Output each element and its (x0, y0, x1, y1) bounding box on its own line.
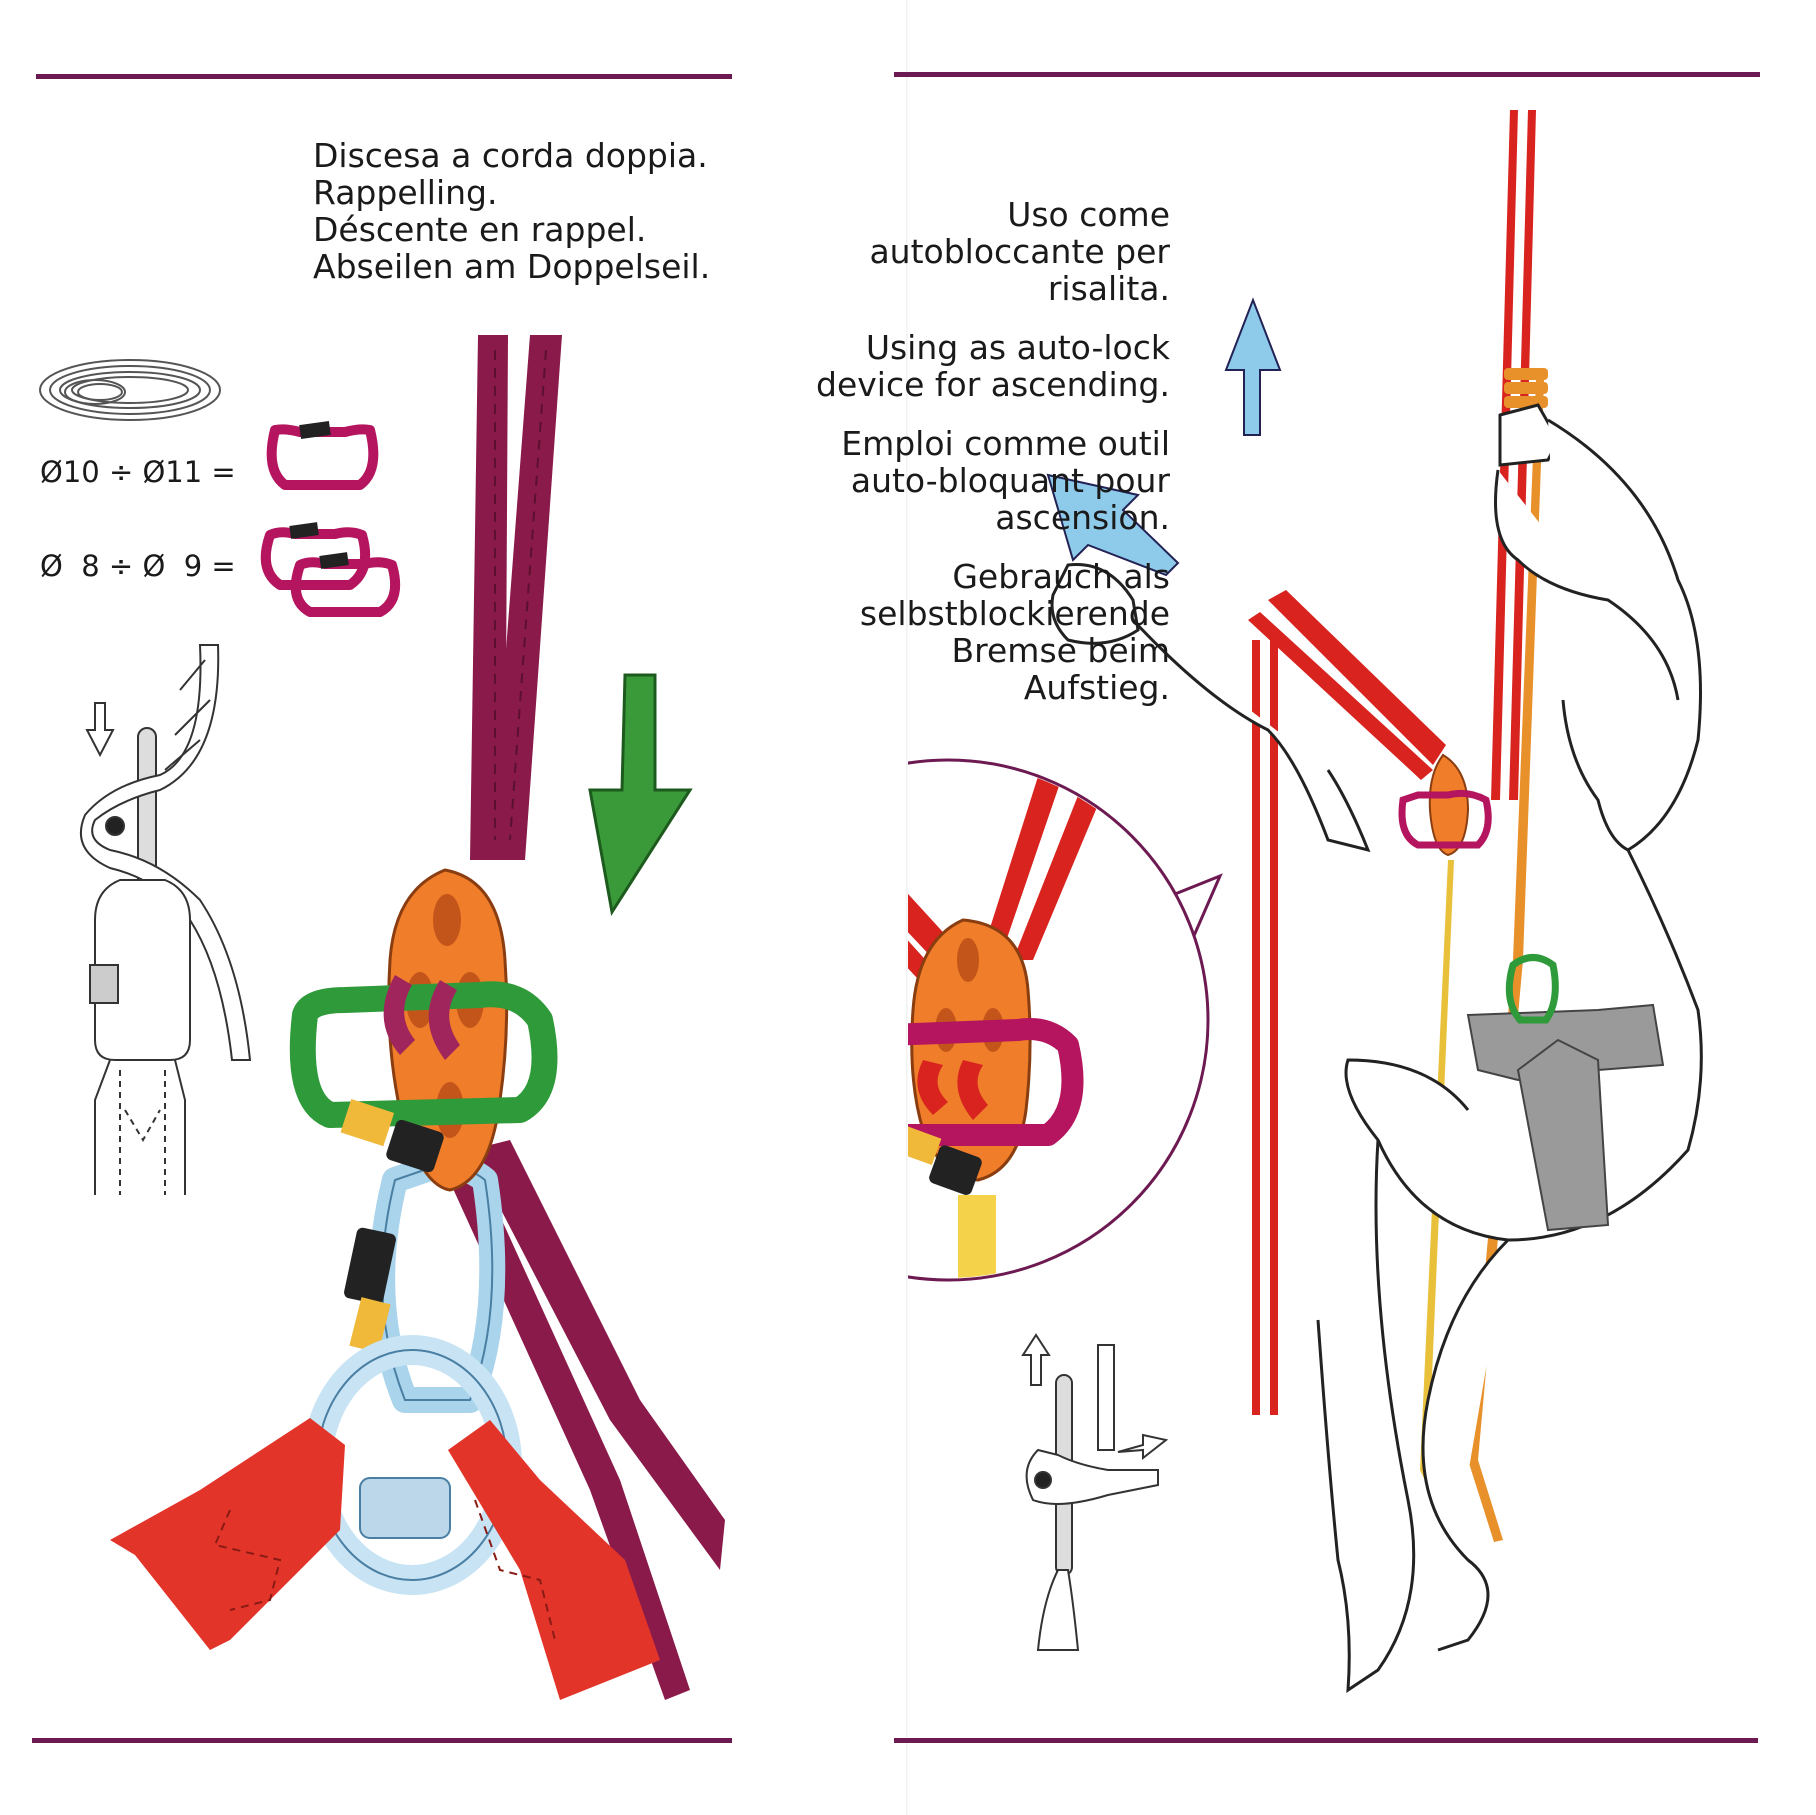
right-page (894, 0, 1816, 1815)
harness (1466, 1003, 1665, 1232)
detail-magnifier (908, 758, 1223, 1282)
caption-fr-line-1: Emploi comme outil (841, 424, 1170, 463)
harness-carabiner (1505, 954, 1559, 1024)
caption-de-line-3: Bremse beim (951, 631, 1170, 670)
bottom-rule-right (894, 1738, 1758, 1743)
pull-arrow-icon (1046, 473, 1180, 577)
caption-de-line-2: selbstblockierende (859, 594, 1170, 633)
small-device (1398, 753, 1492, 857)
caption-french-block: Emploi comme outil auto-bloquant pour as… (780, 425, 1170, 536)
caption-fr-line-2: auto-bloquant pour (850, 461, 1170, 500)
ascend-schematic (1021, 1333, 1169, 1651)
caption-en-line-1: Using as auto-lock (865, 328, 1170, 367)
caption-fr-line-3: ascension. (995, 498, 1170, 537)
caption-italian-block: Uso come autobloccante per risalita. (780, 196, 1170, 307)
red-slings (110, 1418, 660, 1700)
rope-formula-thick: Ø10 ÷ Ø11 = (40, 455, 236, 489)
title-line-en: Rappelling. (313, 173, 498, 212)
climber-figure (1050, 403, 1703, 1693)
caption-it-line-3: risalita. (1047, 269, 1170, 308)
carabiner-double-icon (260, 522, 400, 617)
rappel-schematic (80, 644, 252, 1195)
page-fold (906, 0, 908, 1815)
rope-formula-thin: Ø 8 ÷ Ø 9 = (40, 549, 236, 583)
title-line-fr: Déscente en rappel. (313, 210, 647, 249)
rope-loops (383, 975, 460, 1060)
rope-coil-icon (39, 359, 221, 421)
ascend-arrow-icon (1224, 297, 1282, 436)
rappelling-illustration (39, 335, 725, 1700)
caption-it-line-1: Uso come (1007, 195, 1170, 234)
bottom-rule-left (32, 1738, 732, 1743)
caption-de-line-1: Gebrauch als (952, 557, 1170, 596)
top-rule-right (894, 72, 1760, 77)
carabiner-green (289, 981, 558, 1173)
title-line-de: Abseilen am Doppelseil. (313, 247, 711, 286)
caption-it-line-2: autobloccante per (869, 232, 1170, 271)
left-page: Discesa a corda doppia. Rappelling. Désc… (32, 74, 732, 1743)
carabiner-single-icon (266, 420, 379, 490)
descend-arrow-icon (588, 673, 693, 917)
arrow-up-icon (1021, 1333, 1051, 1386)
caption-de-line-4: Aufstieg. (1023, 668, 1170, 707)
caption-german-block: Gebrauch als selbstblockierende Bremse b… (780, 558, 1170, 706)
caption-en-line-2: device for ascending. (816, 365, 1170, 404)
rappelling-title: Discesa a corda doppia. Rappelling. Désc… (313, 137, 710, 285)
caption-english-block: Using as auto-lock device for ascending. (780, 329, 1170, 403)
arrow-down-icon (85, 702, 115, 758)
ascending-illustration (908, 110, 1703, 1693)
title-line-it: Discesa a corda doppia. (313, 136, 708, 175)
top-rule-left (36, 74, 732, 79)
